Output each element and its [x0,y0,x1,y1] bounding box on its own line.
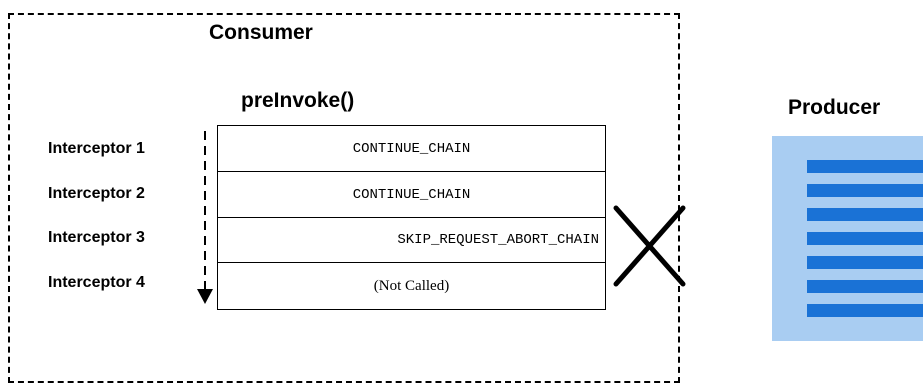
interceptor-2-label: Interceptor 2 [48,185,145,202]
interceptor-result-table: CONTINUE_CHAIN CONTINUE_CHAIN SKIP_REQUE… [217,125,606,310]
consumer-boundary [8,13,680,383]
interceptor-3-label: Interceptor 3 [48,229,145,246]
interceptor-1-label: Interceptor 1 [48,140,145,157]
producer-bar-7 [807,304,923,317]
interceptor-4-label: Interceptor 4 [48,274,145,291]
producer-bar-2 [807,184,923,197]
result-cell-1: CONTINUE_CHAIN [218,126,605,172]
producer-bar-5 [807,256,923,269]
producer-title: Producer [788,96,881,119]
producer-bar-4 [807,232,923,245]
result-cell-4: (Not Called) [373,277,450,294]
producer-bar-3 [807,208,923,221]
consumer-title: Consumer [209,21,313,44]
result-cell-2: CONTINUE_CHAIN [218,172,605,218]
producer-bar-1 [807,160,923,173]
blocked-x-stroke-2 [613,205,686,287]
call-order-arrow-head [197,289,213,304]
result-cell-3: SKIP_REQUEST_ABORT_CHAIN [218,218,605,263]
producer-bar-6 [807,280,923,293]
preinvoke-title: preInvoke() [241,89,355,112]
